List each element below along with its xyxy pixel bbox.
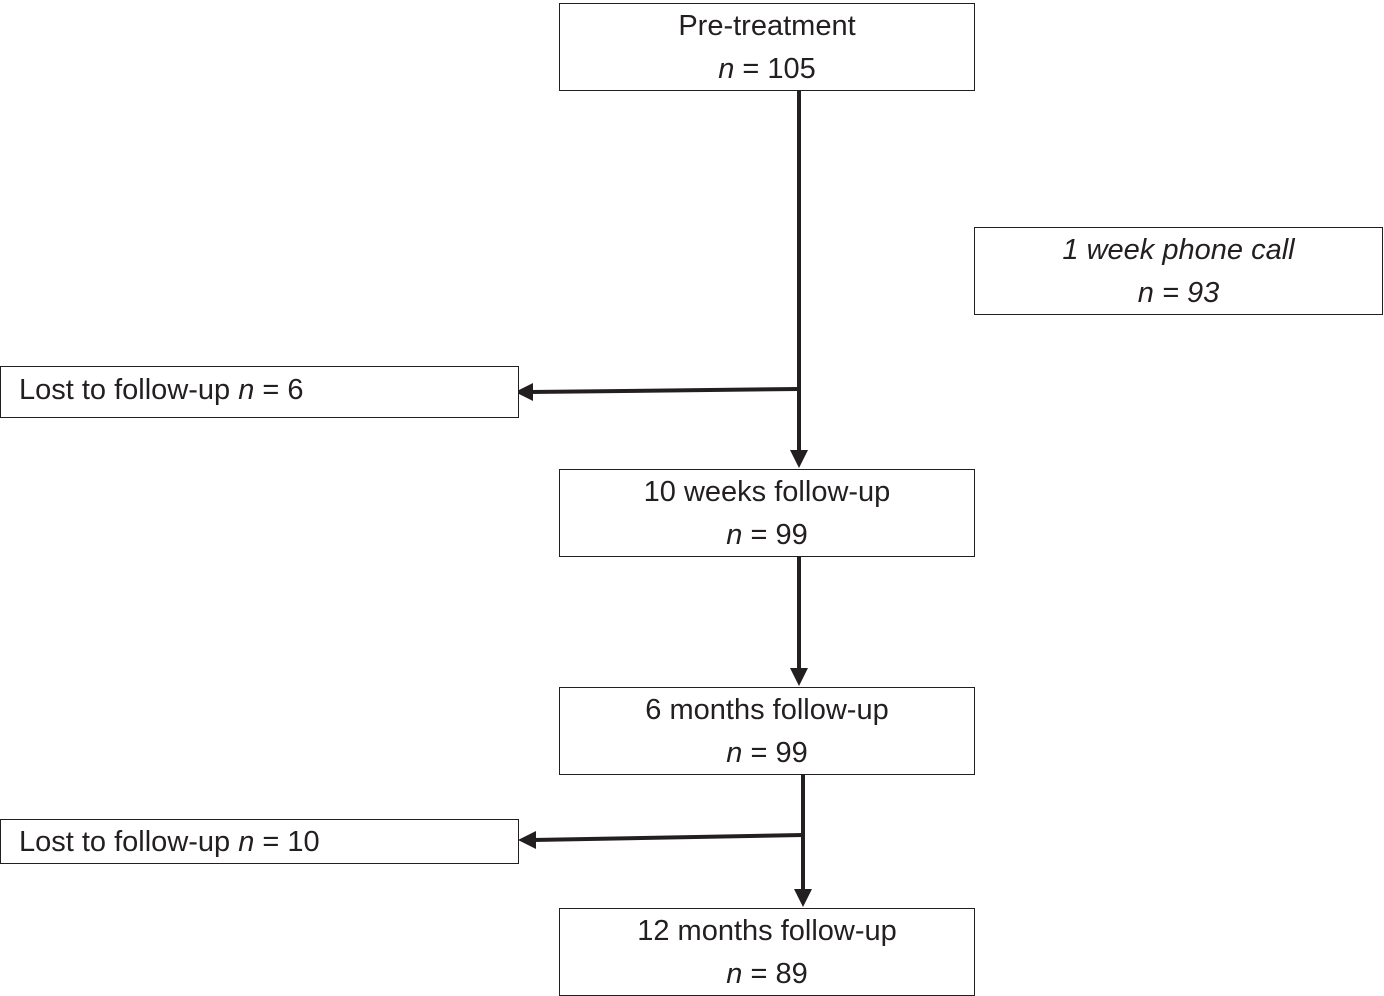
node-count: n = 93 <box>1137 277 1220 309</box>
n-value: = 99 <box>750 737 808 769</box>
node-count: n = 99 <box>560 514 974 557</box>
n-value: = 6 <box>254 374 304 406</box>
node-lost-to-follow-up-1: Lost to follow-up n = 6 <box>0 366 519 418</box>
arrowhead-10-weeks <box>790 450 808 468</box>
node-title: 12 months follow-up <box>637 915 897 947</box>
arrow-to-lost-2 <box>532 833 804 842</box>
n-symbol: n <box>726 519 743 551</box>
node-count: n = 105 <box>560 48 974 91</box>
node-count: n = 89 <box>560 953 974 996</box>
node-title: 10 weeks follow-up <box>643 476 891 508</box>
node-count: n = 99 <box>560 732 974 775</box>
arrow-to-lost-1 <box>529 387 800 394</box>
node-pre-treatment: Pre-treatment n = 105 <box>559 3 975 91</box>
node-12-months-follow-up: 12 months follow-up n = 89 <box>559 908 975 996</box>
node-10-weeks-follow-up: 10 weeks follow-up n = 99 <box>559 469 975 557</box>
n-value: = 10 <box>254 826 320 858</box>
arrowhead-12-months <box>794 889 812 907</box>
n-symbol: n <box>726 958 743 990</box>
node-lost-to-follow-up-2: Lost to follow-up n = 10 <box>0 819 519 864</box>
n-symbol: n <box>238 826 255 858</box>
n-value: = 89 <box>750 958 808 990</box>
arrowhead-lost-2 <box>518 831 536 849</box>
node-title: Pre-treatment <box>678 10 856 42</box>
node-6-months-follow-up: 6 months follow-up n = 99 <box>559 687 975 775</box>
n-symbol: n <box>718 53 735 85</box>
arrowhead-6-months <box>790 668 808 686</box>
node-1-week-phone-call: 1 week phone call n = 93 <box>974 227 1383 315</box>
arrowhead-lost-1 <box>515 383 533 401</box>
n-symbol: n <box>726 737 743 769</box>
n-symbol: n <box>238 374 255 406</box>
n-value: = 99 <box>750 519 808 551</box>
node-title: 6 months follow-up <box>645 694 889 726</box>
node-text: Lost to follow-up n = 10 <box>19 820 518 865</box>
node-text: Lost to follow-up n = 6 <box>19 367 518 414</box>
node-title: 1 week phone call <box>1062 234 1295 266</box>
lost-label: Lost to follow-up <box>19 374 239 406</box>
n-value: = 105 <box>742 53 816 85</box>
lost-label: Lost to follow-up <box>19 826 239 858</box>
